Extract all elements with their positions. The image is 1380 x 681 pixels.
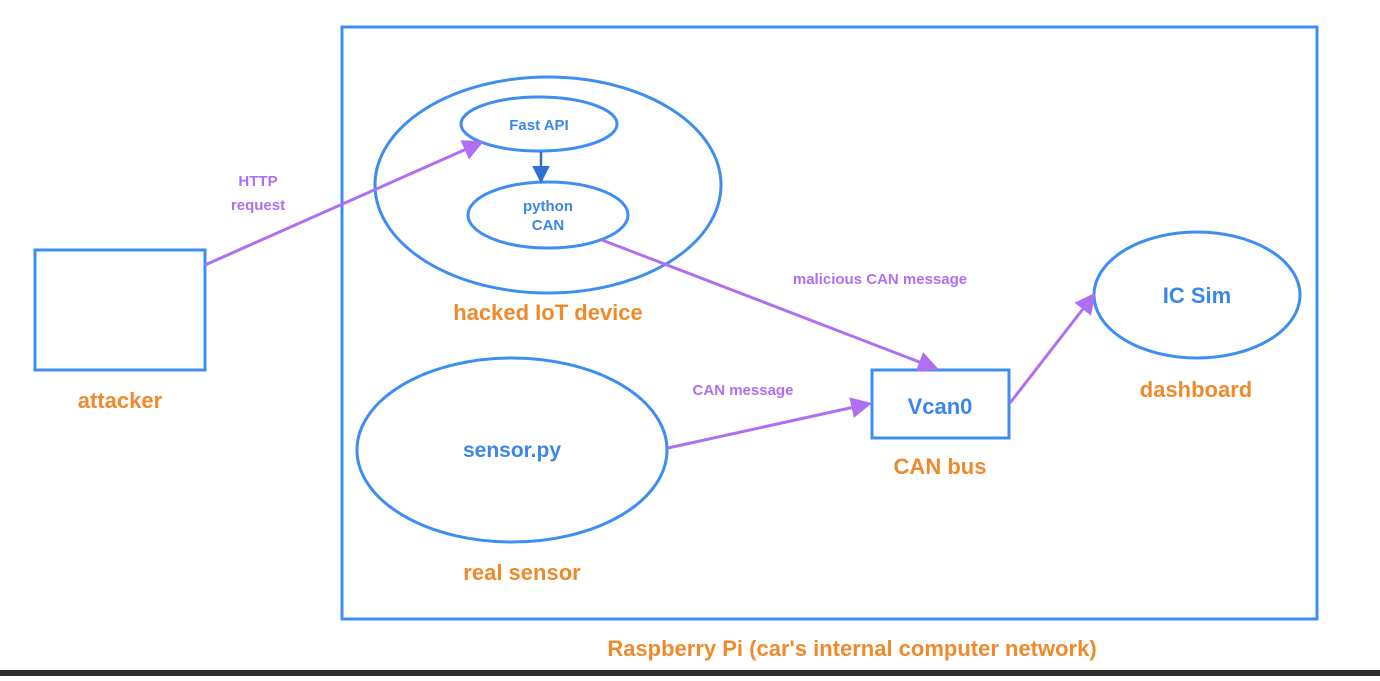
vcan0-label: Vcan0 [908, 394, 973, 419]
sensor-node [355, 356, 669, 544]
python-can-node [466, 180, 630, 250]
python-can-label-line1: python [523, 198, 573, 215]
http-label-line2: request [231, 197, 285, 214]
http-request-arrow [204, 140, 484, 267]
attacker-caption: attacker [78, 388, 163, 413]
hacked-iot-caption: hacked IoT device [453, 300, 643, 325]
ic-sim-label: IC Sim [1163, 283, 1231, 308]
can-message-arrow [667, 397, 873, 450]
fast-api-label: Fast API [509, 117, 568, 134]
raspberry-pi-caption: Raspberry Pi (car's internal computer ne… [607, 636, 1096, 661]
http-label-line1: HTTP [238, 173, 277, 190]
fast-api-node [459, 95, 619, 153]
vcan-to-icsim-arrow [1008, 292, 1096, 404]
can-message-label: CAN message [693, 382, 794, 399]
raspberry-pi-container [340, 25, 1319, 621]
hacked-iot-device-ellipse [373, 75, 723, 295]
bottom-edge-strip [0, 670, 1380, 676]
malicious-can-label: malicious CAN message [793, 271, 967, 288]
can-bus-caption: CAN bus [894, 454, 987, 479]
attacker-box [33, 248, 207, 372]
python-can-label-line2: CAN [532, 217, 565, 234]
dashboard-caption: dashboard [1140, 377, 1252, 402]
malicious-can-arrow [601, 238, 939, 372]
sensor-label: sensor.py [463, 439, 561, 462]
real-sensor-caption: real sensor [463, 560, 581, 585]
